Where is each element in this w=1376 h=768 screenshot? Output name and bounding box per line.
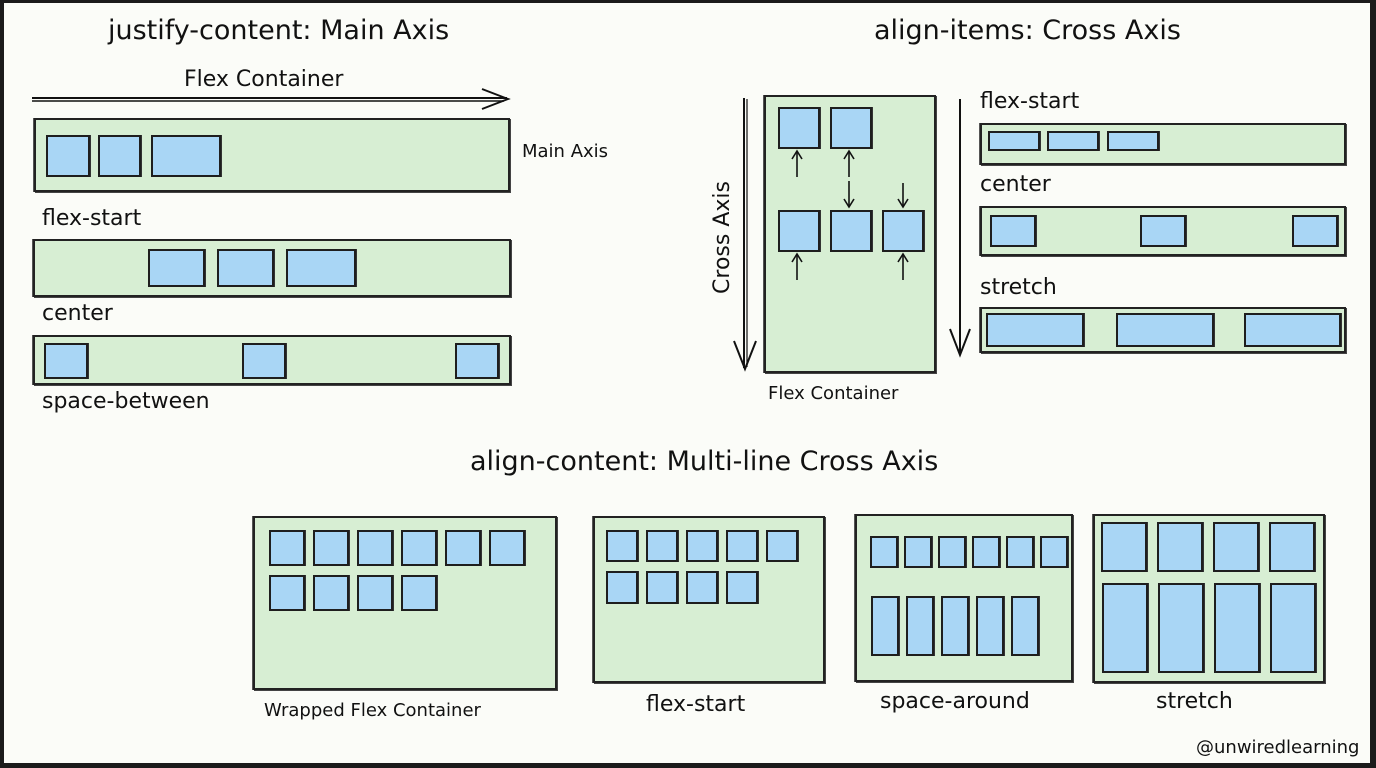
justify-label-flex-start: flex-start: [42, 206, 142, 231]
flex-item: [1270, 583, 1316, 673]
flex-item: [904, 536, 932, 568]
flex-item: [445, 530, 481, 566]
flex-item: [217, 249, 274, 287]
panel-label-wrapped: Wrapped Flex Container: [264, 700, 481, 721]
flex-item: [1040, 536, 1068, 568]
flex-item: [686, 571, 718, 604]
flex-item: [830, 107, 872, 149]
flex-item: [988, 131, 1040, 151]
flex-item: [1158, 583, 1204, 673]
main-axis-container: [34, 118, 510, 192]
align-items-label-center: center: [980, 172, 1051, 197]
flex-item: [269, 530, 305, 566]
flex-item: [778, 107, 820, 149]
panel-label-flex-start: flex-start: [646, 692, 746, 717]
flex-item: [1244, 313, 1341, 347]
flex-item: [401, 530, 437, 566]
align-content-title: align-content: Multi-line Cross Axis: [470, 446, 939, 477]
align-items-row-2: [980, 206, 1346, 256]
flex-item: [686, 530, 718, 562]
align-content-panel-flex-start: [593, 516, 825, 683]
flex-item: [401, 575, 437, 611]
flex-item: [313, 530, 349, 566]
credit-text: @unwiredlearning: [1196, 737, 1360, 758]
justify-label-space-between: space-between: [42, 389, 210, 414]
main-axis-side-label: Main Axis: [522, 141, 609, 162]
flex-item: [646, 530, 678, 562]
cross-axis-container: [764, 95, 936, 373]
flex-item: [906, 596, 934, 656]
flex-item: [830, 210, 872, 252]
align-content-panel-stretch: [1093, 514, 1325, 683]
flex-item: [972, 536, 1000, 568]
flex-item: [778, 210, 820, 252]
flex-item: [1107, 131, 1159, 151]
main-axis-arrow-label: Flex Container: [184, 67, 344, 92]
justify-container-row-1: [33, 239, 511, 297]
flex-item: [357, 530, 393, 566]
cross-axis-arrow-icon: [733, 98, 971, 372]
justify-container-row-2: [33, 335, 511, 385]
flex-item: [1047, 131, 1099, 151]
flex-item: [1006, 536, 1034, 568]
flex-item: [313, 575, 349, 611]
alignment-arrows-icon: [791, 149, 909, 280]
flex-item: [98, 135, 141, 177]
flex-item: [1102, 583, 1148, 673]
flex-item: [357, 575, 393, 611]
flex-item: [976, 596, 1004, 656]
flex-item: [726, 571, 758, 604]
flex-item: [870, 536, 898, 568]
flex-item: [606, 530, 638, 562]
flex-item: [986, 313, 1084, 347]
flex-item: [871, 596, 899, 656]
align-content-panel-space-around: [855, 514, 1073, 682]
flex-item: [242, 343, 286, 379]
main-axis-arrow-icon: [32, 88, 511, 110]
flex-item: [151, 135, 221, 177]
justify-content-title: justify-content: Main Axis: [108, 15, 450, 46]
flex-item: [269, 575, 305, 611]
flex-item: [646, 571, 678, 604]
flex-item: [882, 210, 924, 252]
align-items-label-stretch: stretch: [980, 275, 1057, 300]
flex-item: [489, 530, 525, 566]
cross-container-label: Flex Container: [768, 383, 899, 404]
flex-item: [606, 571, 638, 604]
flex-item: [1157, 522, 1203, 572]
flex-item: [286, 249, 356, 287]
flex-item: [1140, 215, 1186, 247]
align-items-label-flex-start: flex-start: [980, 89, 1080, 114]
flex-item: [1292, 215, 1338, 247]
justify-label-center: center: [42, 301, 113, 326]
flex-item: [455, 343, 499, 379]
align-items-title: align-items: Cross Axis: [874, 15, 1181, 46]
flex-item: [726, 530, 758, 562]
panel-label-space-around: space-around: [880, 689, 1030, 714]
flex-item: [1116, 313, 1214, 347]
flex-item: [990, 215, 1036, 247]
flex-item: [941, 596, 969, 656]
flex-item: [46, 135, 90, 177]
align-content-panel-wrapped: [253, 516, 557, 690]
flex-item: [938, 536, 966, 568]
flex-item: [766, 530, 798, 562]
flex-item: [44, 343, 88, 379]
flex-item: [1214, 583, 1260, 673]
flex-item: [1213, 522, 1259, 572]
flex-item: [1269, 522, 1315, 572]
flex-item: [1011, 596, 1039, 656]
align-items-row-3: [980, 307, 1346, 353]
align-items-row-1: [980, 123, 1346, 165]
panel-label-stretch: stretch: [1156, 689, 1233, 714]
flex-item: [1101, 522, 1147, 572]
diagram-canvas: justify-content: Main Axis Flex Containe…: [4, 3, 1370, 763]
flex-item: [148, 249, 205, 287]
